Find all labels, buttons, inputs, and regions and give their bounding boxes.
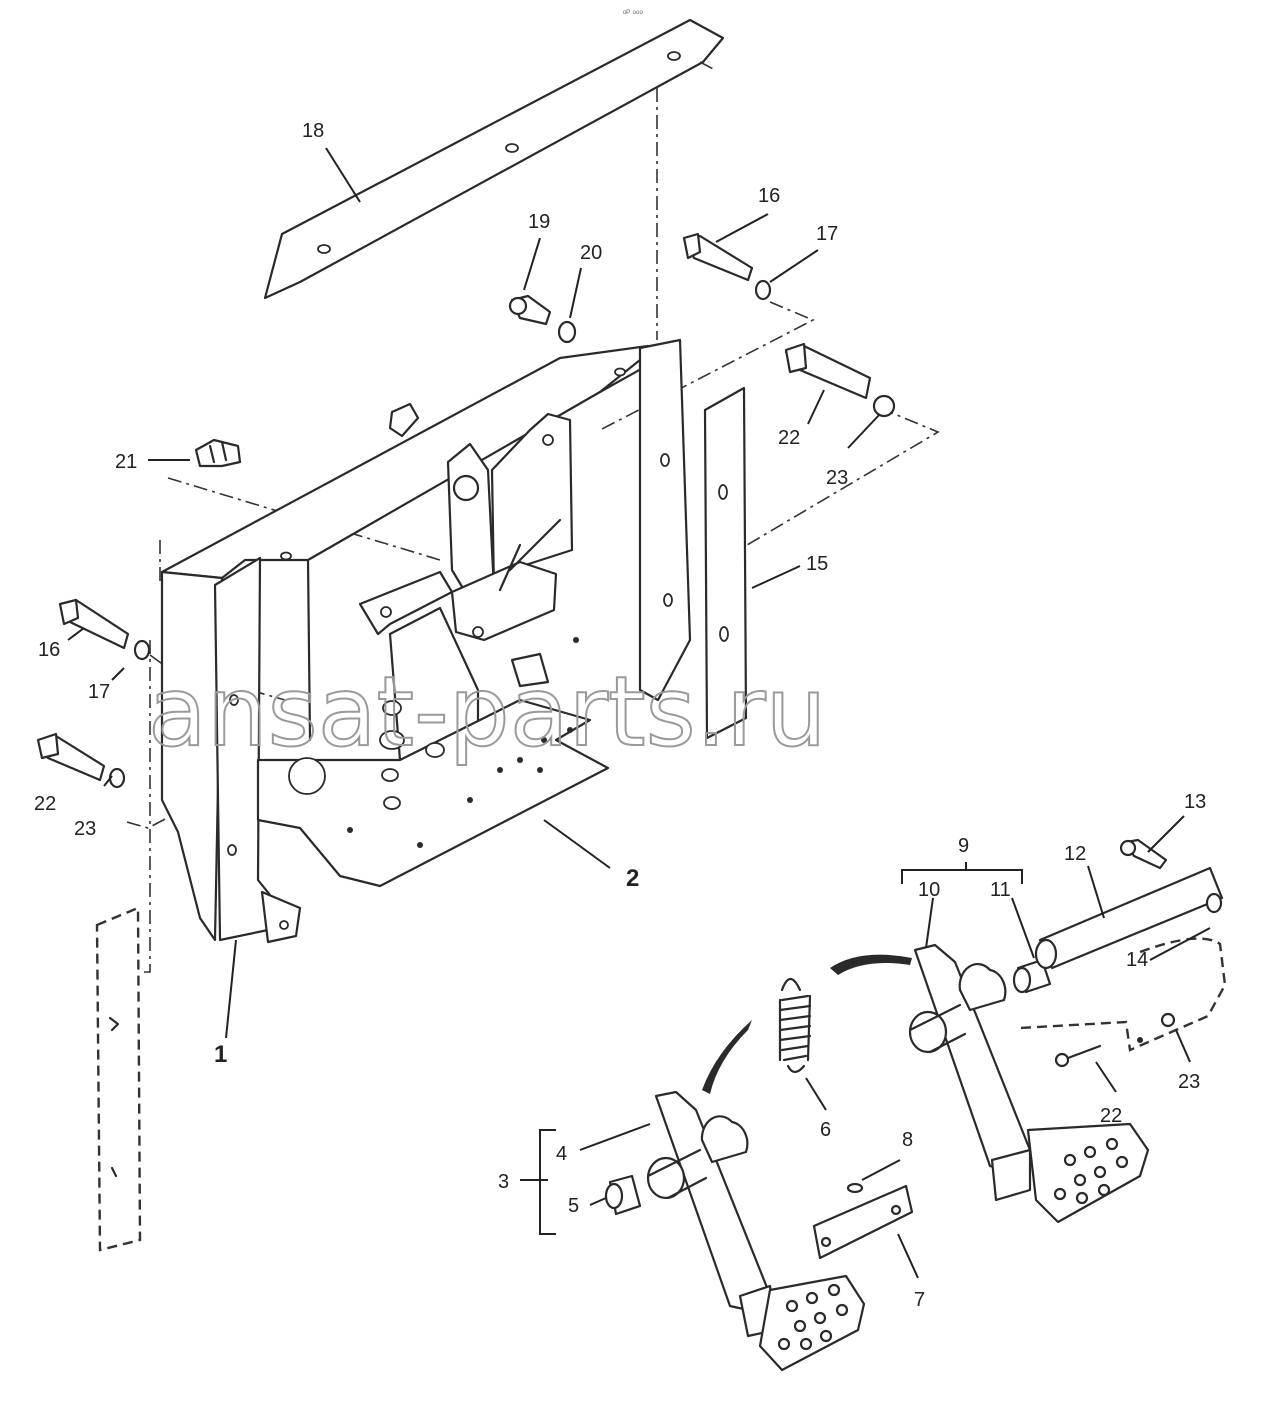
part-1-frame [160,338,692,944]
callout-1: 1 [214,1041,227,1068]
part-9-pedal-assembly [908,943,1150,1224]
part-6-spring [778,977,812,1074]
pedal-pad-left-dots [777,1283,849,1351]
bolt-19 [508,294,577,344]
callout-12: 12 [1064,843,1086,865]
callout-22-right: 22 [778,427,800,449]
callout-labels: 18 19 20 16 17 22 23 21 15 16 17 22 23 2… [34,120,1206,1311]
part-5-bushing [604,1174,642,1216]
callout-21: 21 [115,451,137,473]
phantom-left-strip [95,906,142,1252]
bolt-22-lower [1054,1044,1102,1068]
callout-20: 20 [580,242,602,264]
callout-22-left: 22 [34,793,56,815]
callout-23-lower: 23 [1178,1071,1200,1093]
callout-13: 13 [1184,791,1206,813]
bolt-21 [194,438,242,468]
part-3-pedal-assembly [646,1090,866,1372]
callout-5: 5 [568,1195,579,1217]
part-8-pin [846,1182,864,1194]
pedal-pad-right-dots [1053,1137,1129,1205]
header-mark: ᵒᴾ ᵒᵒᵒ [623,8,643,18]
callout-11: 11 [990,879,1011,901]
callout-16-right: 16 [758,185,780,207]
callout-3: 3 [498,1171,509,1193]
part-18-top-strip [263,18,725,300]
bolt-16-right [682,232,772,301]
callout-9: 9 [958,835,969,857]
bolt-22-left [36,732,126,789]
part-14-bracket-phantom [1019,937,1227,1052]
assembly-arrows [702,954,912,1094]
callout-6: 6 [820,1119,831,1141]
part-7-plate [812,1184,914,1260]
callout-22-lower: 22 [1100,1105,1122,1127]
callout-4: 4 [556,1143,567,1165]
callout-19: 19 [528,211,550,233]
part-2-floor-plate [256,637,610,888]
bolt-22-right [784,342,896,418]
callout-17-left: 17 [88,681,110,703]
callout-7: 7 [914,1289,925,1311]
callout-15: 15 [806,553,828,575]
callout-23-left: 23 [74,818,96,840]
callout-10: 10 [918,879,940,901]
callout-18: 18 [302,120,324,142]
part-15-right-strip [703,386,748,740]
callout-16-left: 16 [38,639,60,661]
callout-2: 2 [626,865,639,892]
callout-17-right: 17 [816,223,838,245]
leader-lines [67,147,1211,1279]
part-12-shaft [1034,866,1224,970]
internal-brackets [358,412,574,762]
part-13-bolt [1119,838,1168,870]
callout-8: 8 [902,1129,913,1151]
bolt-16-left [58,598,151,661]
callout-23-right: 23 [826,467,848,489]
callout-14: 14 [1126,949,1148,971]
watermark-text: ansat-parts.ru [148,656,827,768]
